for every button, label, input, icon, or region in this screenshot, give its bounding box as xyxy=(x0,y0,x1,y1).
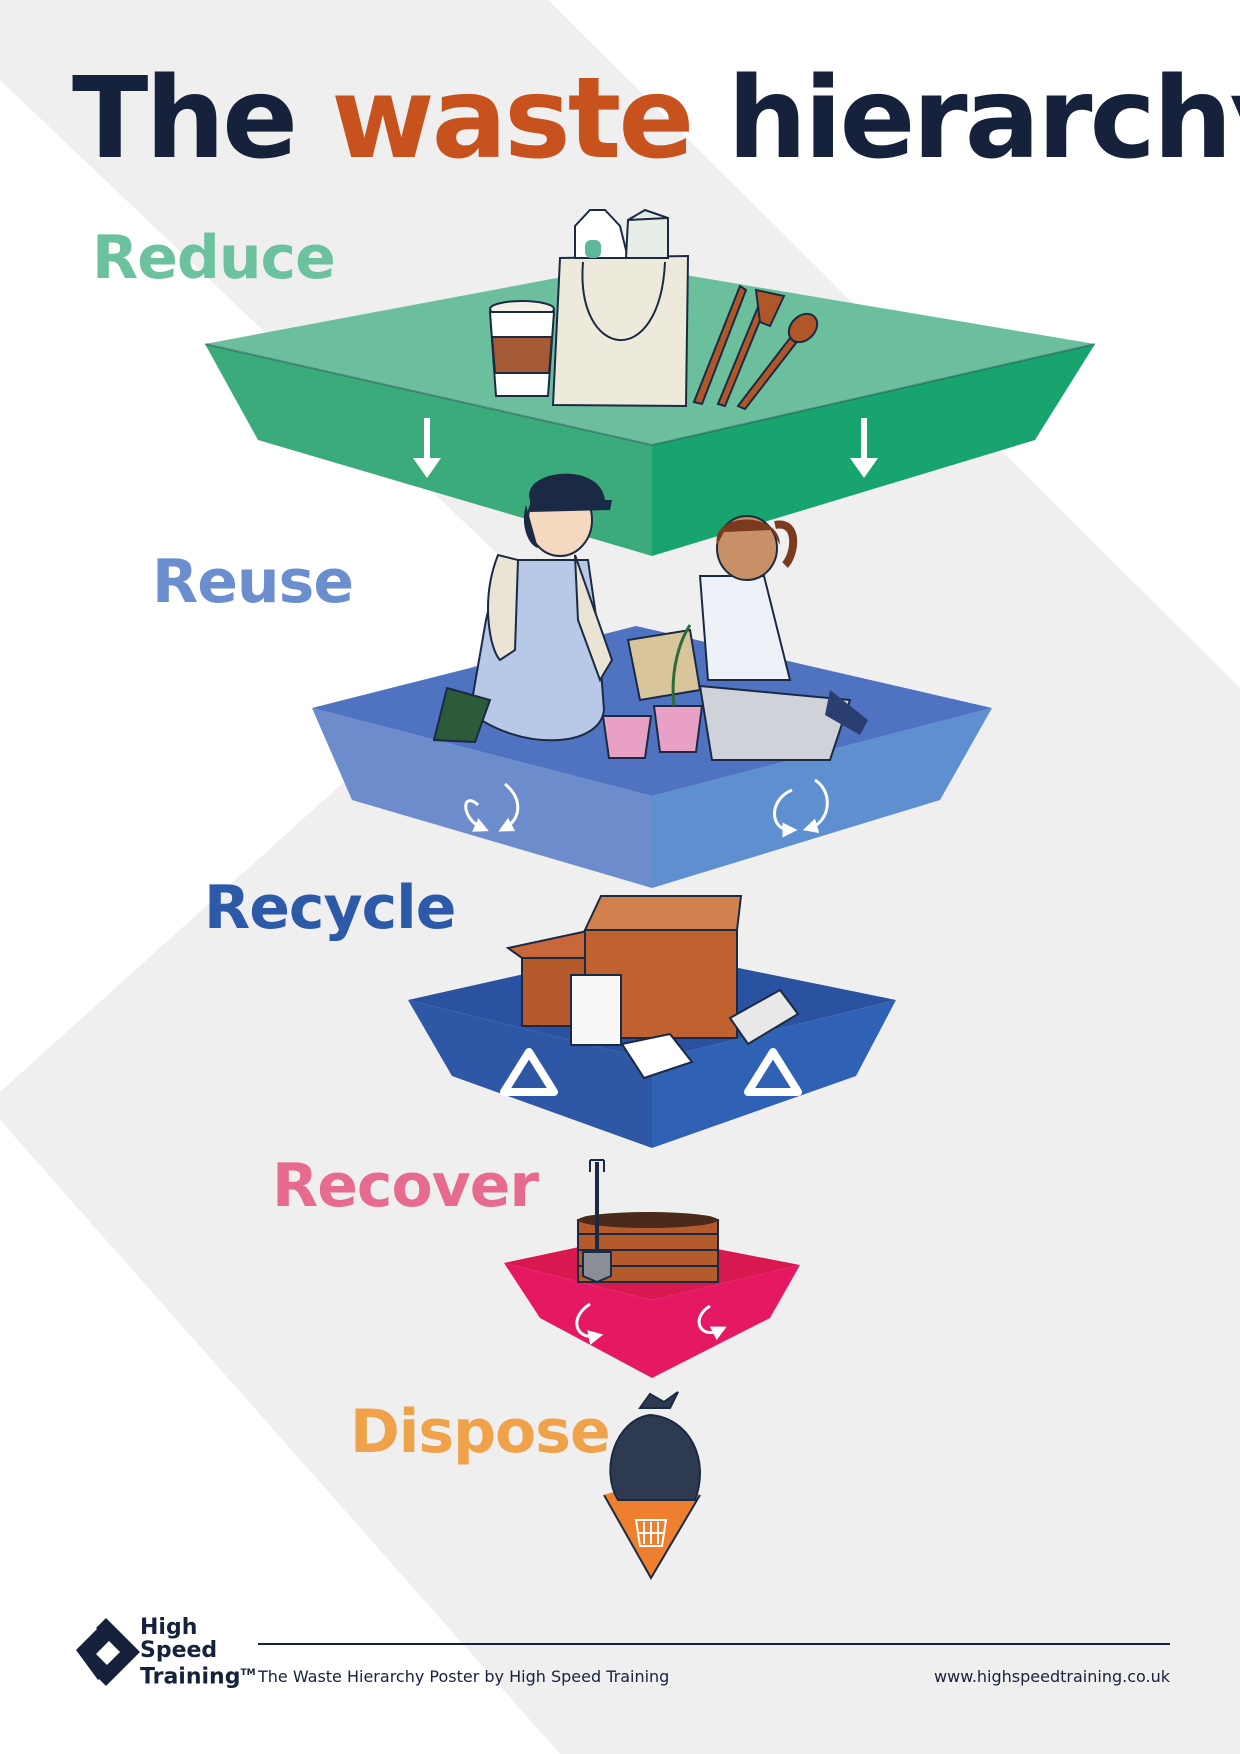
coffee-cup-icon xyxy=(488,300,556,397)
level-label-reuse: Reuse xyxy=(152,547,354,617)
footer-divider xyxy=(258,1643,1170,1645)
level-label-recycle: Recycle xyxy=(204,873,456,943)
milk-bottle-icon xyxy=(574,209,630,259)
brand-line-high: High xyxy=(140,1615,198,1640)
spade-icon xyxy=(582,1159,612,1284)
compost-bag-icon xyxy=(626,628,702,702)
level-label-dispose: Dispose xyxy=(350,1397,611,1467)
gardener-adult-icon xyxy=(432,473,614,744)
high-speed-training-logo-icon xyxy=(76,1618,140,1686)
brand-name: High Speed TrainingTM xyxy=(140,1616,256,1688)
rubbish-bag-icon xyxy=(609,1391,701,1501)
paper-bag-icon xyxy=(570,974,622,1046)
circular-arrow-icon xyxy=(575,1302,727,1345)
footer-caption: The Waste Hierarchy Poster by High Speed… xyxy=(258,1667,670,1686)
waste-bin-icon xyxy=(634,1519,668,1547)
title-word-waste: waste xyxy=(331,54,694,184)
footer-website-link[interactable]: www.highspeedtraining.co.uk xyxy=(934,1667,1170,1686)
brand-training-text: Training xyxy=(140,1664,241,1690)
cardboard-box-icon xyxy=(505,895,743,1039)
poster-title: The waste hierarchy xyxy=(72,52,1240,186)
down-arrow-icon xyxy=(413,418,878,478)
reuse-arrows-icon xyxy=(464,778,829,838)
title-word-the: The xyxy=(72,54,298,184)
wooden-cutlery-icon xyxy=(692,284,819,411)
recycle-symbol-icon xyxy=(500,1048,802,1096)
newspaper-icon xyxy=(728,988,800,1046)
gardener-child-icon xyxy=(698,515,868,761)
trademark-mark: TM xyxy=(240,1668,256,1678)
letter-icon xyxy=(620,1032,694,1080)
level-label-recover: Recover xyxy=(272,1151,539,1221)
level-label-reduce: Reduce xyxy=(92,223,336,293)
plant-pot-icon xyxy=(601,624,704,759)
tote-bag-icon xyxy=(551,254,690,408)
brand-line-speed: Speed xyxy=(140,1638,218,1663)
dispose-tray xyxy=(603,1480,701,1580)
title-word-hierarchy: hierarchy xyxy=(727,54,1240,184)
juice-carton-icon xyxy=(624,208,669,259)
brand-line-training: TrainingTM xyxy=(140,1662,256,1688)
